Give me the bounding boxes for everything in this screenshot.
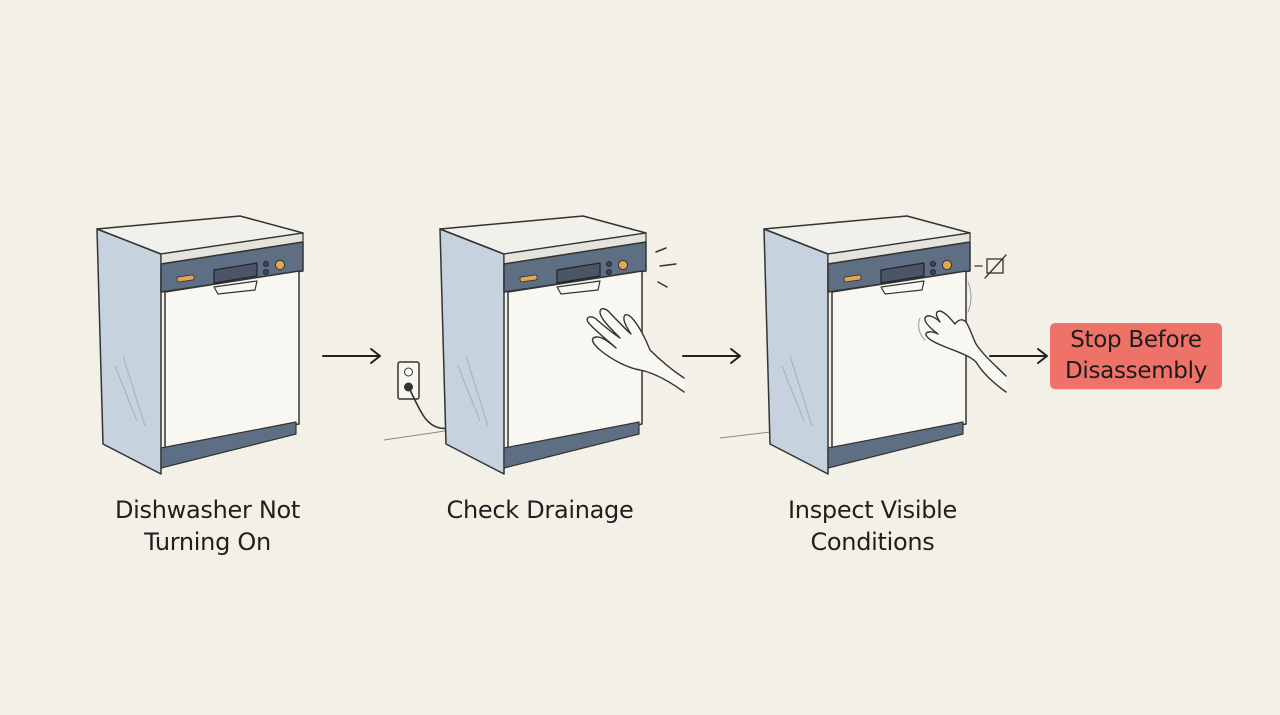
step-label-line: Check Drainage (446, 496, 634, 524)
step-label-check-drainage: Check Drainage (395, 494, 685, 526)
stop-badge-line: Stop Before (1070, 327, 1202, 353)
outlet-icon (397, 361, 456, 430)
hand-icon (586, 308, 685, 393)
step-label-line: Inspect Visible (788, 496, 957, 524)
arrow-icon (682, 348, 741, 364)
step-label-line: Conditions (810, 528, 935, 556)
step-label-dishwasher-not-turning-on: Dishwasher Not Turning On (70, 494, 345, 558)
step-label-line: Dishwasher Not (114, 496, 301, 524)
motion-lines (918, 281, 972, 341)
motion-lines (655, 247, 677, 288)
step-label-line: Turning On (144, 528, 271, 556)
arrow-icon (989, 348, 1048, 364)
stop-badge-line: Disassembly (1065, 358, 1207, 384)
step-label-inspect-visible-conditions: Inspect Visible Conditions (730, 494, 1015, 558)
power-off-icon (974, 254, 1007, 279)
hand-icon (924, 310, 1007, 393)
arrow-icon (322, 348, 381, 364)
stop-before-disassembly-badge: Stop Before Disassembly (1050, 323, 1222, 389)
dishwasher-icon (96, 215, 304, 475)
